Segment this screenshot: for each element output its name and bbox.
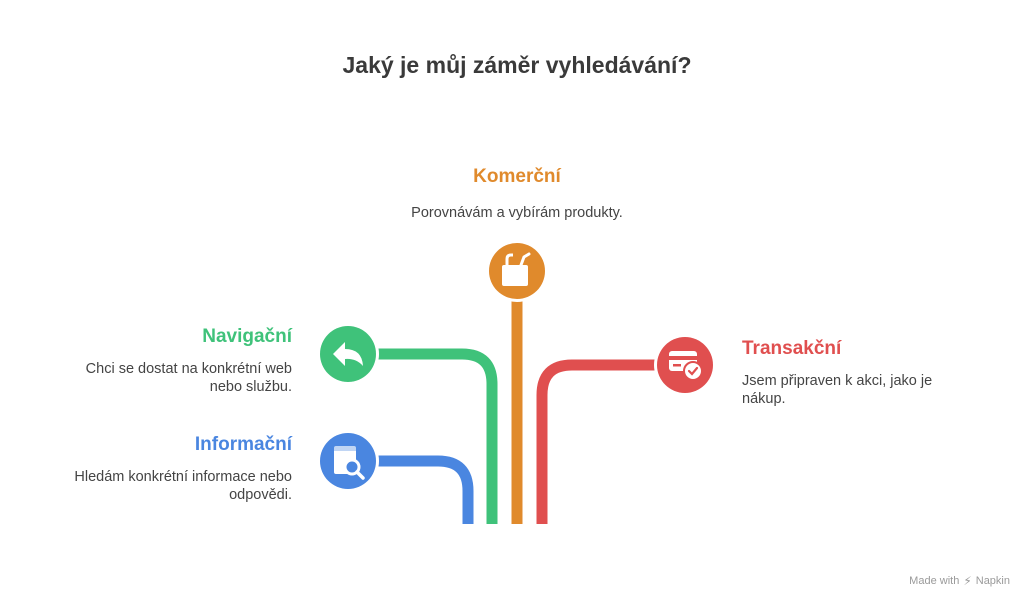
document-search-icon [334,446,365,480]
back-arrow-icon [333,342,363,366]
shopping-bag-icon [502,252,531,286]
napkin-logo-icon: ⚡ [963,574,972,588]
navigacni-description-line2: nebo službu. [209,379,292,395]
komercni-heading: Komerční [473,166,561,187]
navigacni-node [317,323,379,385]
transakcni-node [654,334,716,396]
informacni-connector [348,455,474,524]
komercni-node [486,240,548,302]
made-with-label: Made with [909,575,960,587]
transakcni-description-line2: nákup. [742,391,786,407]
informacni-heading: Informační [194,434,292,455]
napkin-attribution[interactable]: Made with ⚡ Napkin [909,574,1010,588]
informacni-description-line1: Hledám konkrétní informace nebo [74,469,292,485]
diagram-title: Jaký je můj záměr vyhledávání? [342,52,692,78]
transakcni-description-line1: Jsem připraven k akci, jako je [742,373,933,389]
napkin-brand-label: Napkin [975,575,1010,587]
navigacni-description: Chci se dostat na konkrétní web nebo slu… [52,360,292,396]
card-check-icon [669,351,703,381]
informacni-description: Hledám konkrétní informace nebo odpovědi… [32,468,292,504]
transakcni-description: Jsem připraven k akci, jako je nákup. [742,372,982,408]
navigacni-heading: Navigační [202,326,292,347]
komercni-description: Porovnávám a vybírám produkty. [411,205,623,221]
navigacni-description-line1: Chci se dostat na konkrétní web [85,361,292,377]
transakcni-connector [536,359,685,524]
informacni-description-line2: odpovědi. [229,487,292,503]
transakcni-heading: Transakční [742,338,842,359]
navigacni-connector [348,348,498,524]
informacni-node [317,430,379,492]
